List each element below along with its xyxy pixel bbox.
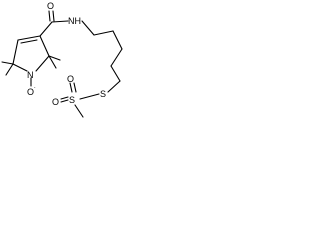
- atom-sulfonyl-sulfur: S: [69, 95, 75, 105]
- bond-ring-c1-n: [12, 63, 28, 72]
- bond-ring-carbonyl: [39, 21, 53, 37]
- bond-s-methyl: [74, 104, 84, 118]
- pyrroline-ring: [12, 35, 50, 72]
- atom-sulfonyl-oxygen-left: O: [52, 97, 59, 107]
- bond-ring-c2-c3-double: [20, 39, 38, 44]
- atom-n-oxide-oxygen: O: [27, 87, 34, 97]
- bond-c4-methyl-right: [48, 55, 61, 61]
- atom-sulfonyl-oxygen-top: O: [67, 74, 74, 84]
- bond-so-top-a: [69, 82, 73, 93]
- bond-chain-c3-c4: [110, 48, 123, 67]
- bond-ring-c3-c4: [39, 35, 50, 57]
- atom-ring-nitrogen: N: [27, 70, 34, 80]
- bond-so-top-b: [73, 82, 77, 93]
- atom-labels: O NH N O . S S O O: [27, 1, 106, 107]
- bond-chain-c4-c5: [110, 65, 121, 82]
- bond-so-left-a: [60, 96, 69, 100]
- n-oxide-radical-dot: .: [34, 84, 36, 90]
- methanethiosulfonate-group: [60, 82, 100, 118]
- atom-thioether-sulfur: S: [100, 89, 106, 99]
- bond-ring-c4-n: [35, 55, 50, 72]
- pentyl-chain: [81, 20, 123, 93]
- bond-co-double-a: [48, 10, 51, 22]
- bond-s-s: [79, 93, 100, 100]
- bond-so-left-b: [60, 99, 69, 103]
- bond-c1-methyl-left: [1, 61, 14, 65]
- carboxamide-group: [39, 10, 69, 37]
- bond-nh-c1: [81, 20, 95, 36]
- bond-chain-c2-c3: [112, 30, 123, 50]
- bond-ring-c2-c1: [12, 39, 19, 65]
- atom-amide-nh: NH: [68, 16, 81, 26]
- bond-chain-c5-s: [107, 80, 121, 93]
- bond-c1-methyl-down: [5, 63, 14, 76]
- bond-carbonyl-nh: [51, 20, 69, 23]
- bond-ring-c2-c3: [17, 35, 41, 41]
- chemical-structure-diagram: O NH N O . S S O O: [1, 1, 123, 118]
- atom-carbonyl-oxygen: O: [47, 1, 54, 11]
- bond-co-double-b: [52, 10, 55, 22]
- methyl-groups: [1, 55, 61, 76]
- bond-chain-c1-c2: [93, 30, 114, 36]
- bond-c4-methyl-down: [48, 55, 57, 69]
